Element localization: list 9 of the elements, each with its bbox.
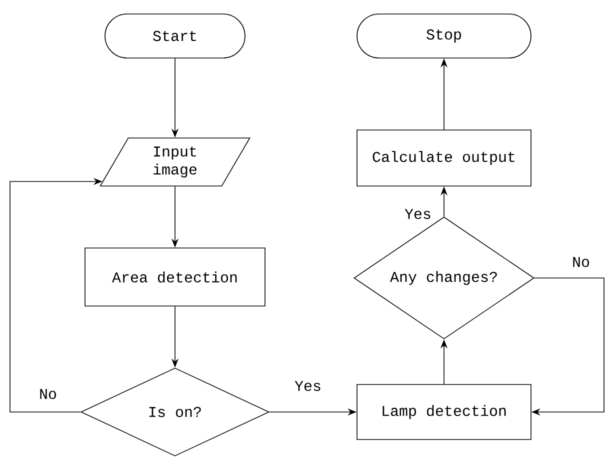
- edge-label: No: [571, 256, 591, 268]
- process-box: Lamp detection: [356, 384, 532, 440]
- process-box: Calculate output: [356, 130, 532, 186]
- process-box: Area detection: [84, 248, 266, 306]
- input-parallelogram: Input image: [100, 138, 250, 186]
- edge-label: Yes: [294, 380, 322, 392]
- terminal-box: Start: [104, 14, 246, 58]
- edge-label: No: [38, 388, 58, 400]
- terminal-box: Stop: [356, 14, 532, 58]
